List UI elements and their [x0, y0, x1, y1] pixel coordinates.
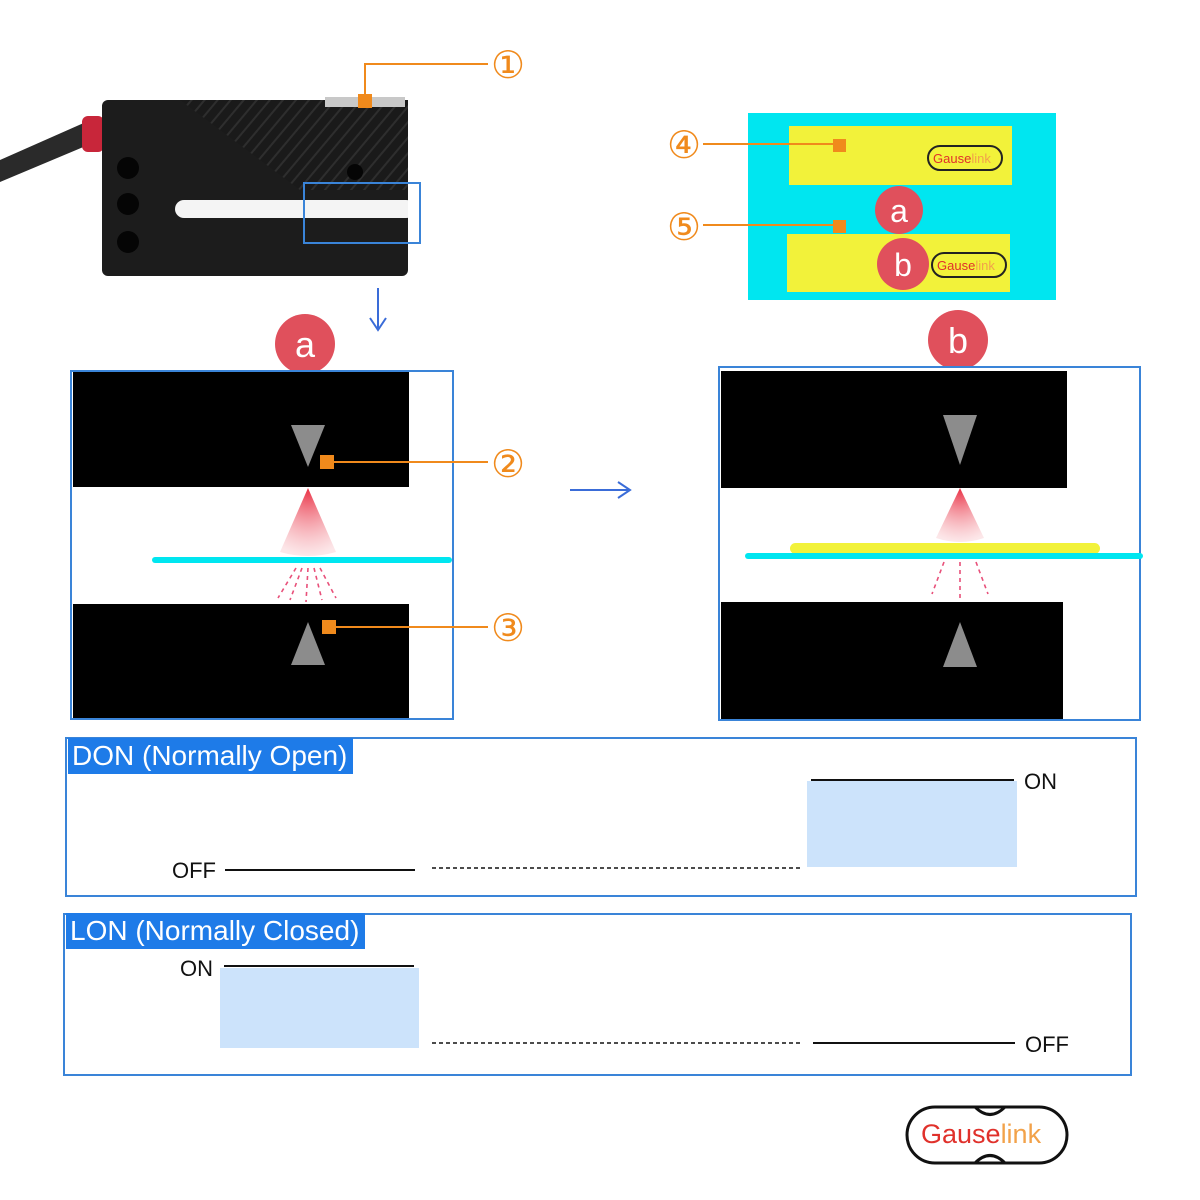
- cyan-web: [152, 557, 452, 563]
- lon-on-label: ON: [180, 956, 213, 981]
- callout-4-label: ④: [667, 123, 701, 167]
- card-badge-b: b: [877, 238, 929, 290]
- badge-b: b: [928, 310, 988, 370]
- callout-1-label: ①: [491, 43, 525, 87]
- strip-brand-logo-1: Gauselink: [927, 145, 1003, 171]
- badge-a: a: [275, 314, 335, 374]
- receiver-triangle-icon: [291, 622, 325, 665]
- lon-off-label: OFF: [1025, 1032, 1069, 1057]
- callout-2-label: ②: [491, 442, 525, 486]
- callout-1: ①: [358, 43, 525, 108]
- lon-title: LON (Normally Closed): [66, 913, 366, 949]
- don-off-label: OFF: [172, 858, 216, 883]
- photo-sensor-icon: [0, 97, 428, 276]
- svg-text:a: a: [295, 324, 316, 365]
- callout-5-label: ⑤: [667, 205, 701, 249]
- light-beam: [936, 488, 984, 542]
- callout-4: ④: [667, 123, 835, 167]
- callout-3-label: ③: [491, 606, 525, 650]
- don-on-label: ON: [1024, 769, 1057, 794]
- panel-b: [718, 366, 1143, 721]
- lon-timing: ON OFF: [63, 913, 1132, 1076]
- upper-jaw: [73, 372, 409, 487]
- svg-text:Gauselink: Gauselink: [933, 151, 991, 166]
- svg-text:a: a: [890, 193, 908, 229]
- yellow-label: [790, 543, 1100, 554]
- brand-logo: Gauselink: [905, 1105, 1069, 1165]
- emitter-triangle-icon: [291, 425, 325, 467]
- svg-text:b: b: [948, 320, 968, 361]
- label-card: Gauselink Gauselink a b: [748, 113, 1056, 300]
- brand-gause: Gause: [921, 1119, 1001, 1149]
- callout-5: ⑤: [667, 205, 835, 249]
- arrow-down-icon: [369, 288, 387, 332]
- light-beam: [280, 488, 336, 556]
- cyan-web: [745, 553, 1143, 559]
- lon-active-region: [220, 968, 419, 1048]
- svg-text:Gauselink: Gauselink: [937, 258, 995, 273]
- don-timing: ON OFF: [65, 737, 1137, 897]
- arrow-right-icon: [570, 481, 632, 499]
- receiver-triangle-icon: [943, 622, 977, 667]
- callout-3: ③: [336, 606, 525, 650]
- callout-2: ②: [334, 442, 525, 486]
- svg-text:b: b: [894, 247, 912, 283]
- scattered-light: [277, 567, 337, 603]
- svg-text:Gauselink: Gauselink: [921, 1119, 1042, 1149]
- lower-jaw: [721, 602, 1063, 719]
- emitter-triangle-icon: [943, 415, 977, 465]
- strip-brand-logo-2: Gauselink: [931, 252, 1007, 278]
- scattered-light: [931, 561, 989, 598]
- lower-jaw: [73, 604, 409, 718]
- upper-jaw: [721, 371, 1067, 488]
- don-title: DON (Normally Open): [68, 738, 354, 774]
- don-active-region: [807, 781, 1017, 867]
- card-badge-a: a: [875, 186, 923, 234]
- panel-a: [70, 370, 454, 720]
- brand-link: link: [1001, 1119, 1042, 1149]
